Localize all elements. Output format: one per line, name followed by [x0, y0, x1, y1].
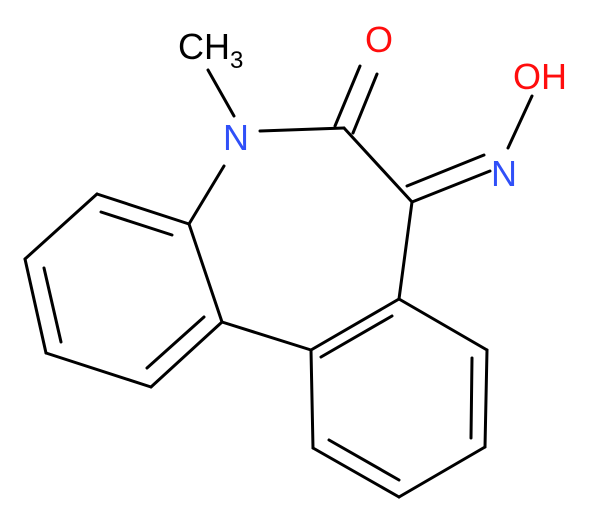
bond-n-to-oh — [506, 94, 534, 150]
bond-oxime-carbon-to-ring — [397, 200, 414, 301]
bonds — [23, 64, 534, 499]
atom-nitrogen-ring: N — [223, 117, 249, 158]
bond-carbonyl-double-a — [333, 64, 362, 128]
bond-ring-to-n — [187, 164, 226, 226]
atom-methyl: CH3 — [178, 26, 243, 74]
atom-hydroxyl: OH — [513, 56, 567, 97]
bond-right-ring-1-inner — [319, 314, 394, 359]
bond-n-to-methyl — [206, 68, 236, 118]
bond-oxime-double-b — [405, 153, 486, 188]
bond-right-ring-6 — [397, 297, 489, 352]
atom-labels: CH3 N O N OH — [178, 19, 567, 194]
bond-left-ring-6 — [187, 222, 224, 324]
bond-left-ring-1 — [95, 192, 191, 226]
bond-carbonyl-to-oxime-carbon — [342, 126, 414, 204]
bond-left-ring-5-inner — [145, 315, 206, 370]
bond-left-ring-2 — [23, 192, 99, 261]
bond-oxime-double-a — [410, 169, 492, 204]
bond-n-to-carbonyl — [258, 126, 346, 133]
bond-right-ring-3 — [311, 446, 401, 499]
bond-right-ring-5-inner — [469, 356, 474, 440]
bond-right-ring-5 — [483, 348, 489, 449]
bond-biaryl — [220, 320, 313, 352]
atom-oxygen-carbonyl: O — [365, 19, 393, 60]
bond-right-ring-2 — [309, 348, 315, 450]
bond-left-ring-3 — [23, 257, 48, 355]
bond-right-ring-3-inner — [327, 438, 401, 482]
bond-right-ring-1 — [309, 297, 401, 352]
bond-left-ring-4 — [44, 351, 153, 389]
bond-left-ring-3-inner — [42, 266, 63, 344]
bond-right-ring-4 — [397, 445, 487, 499]
atom-nitrogen-oxime: N — [491, 153, 517, 194]
bond-left-ring-5 — [149, 320, 224, 389]
bond-carbonyl-double-b — [351, 72, 379, 135]
bond-left-ring-1-inner — [99, 210, 174, 237]
